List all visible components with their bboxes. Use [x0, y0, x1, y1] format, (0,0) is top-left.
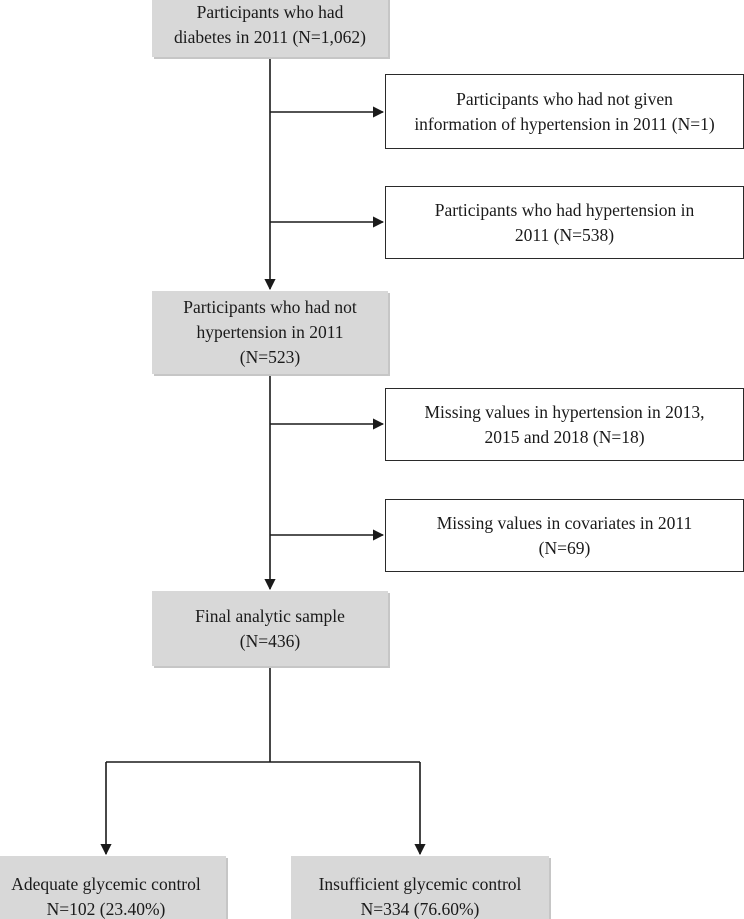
box-no-hypertension-line-1: Participants who had not	[183, 297, 357, 317]
box-missing-followup-line-2: 2015 and 2018 (N=18)	[484, 426, 645, 447]
box-missing-covariates: Missing values in covariates in 2011 (N=…	[385, 499, 744, 572]
box-excluded-no-info-line-2: information of hypertension in 2011 (N=1…	[414, 113, 715, 134]
box-insufficient-line-1: Insufficient glycemic control	[318, 874, 522, 894]
box-insufficient-line-2: N=334 (76.60%)	[360, 899, 480, 919]
box-missing-covariates-line-1: Missing values in covariates in 2011	[436, 512, 693, 533]
box-final-sample-line-1: Final analytic sample	[195, 605, 345, 626]
box-excluded-hypertension-line-2: 2011 (N=538)	[514, 224, 615, 245]
box-excluded-hypertension: Participants who had hypertension in 201…	[385, 186, 744, 259]
box-adequate-line-2: N=102 (23.40%)	[46, 899, 166, 919]
box-missing-followup: Missing values in hypertension in 2013, …	[385, 388, 744, 461]
box-missing-covariates-line-2: (N=69)	[538, 537, 591, 558]
box-diabetes-2011-line-1: Participants who had	[196, 1, 344, 22]
box-diabetes-2011: Participants who had diabetes in 2011 (N…	[152, 0, 388, 57]
box-final-sample: Final analytic sample (N=436)	[152, 591, 388, 666]
box-no-hypertension-line-2: hypertension in 2011	[196, 322, 344, 342]
box-missing-followup-line-1: Missing values in hypertension in 2013,	[424, 401, 705, 422]
box-no-hypertension-2011: Participants who had not hypertension in…	[152, 291, 388, 374]
box-adequate-line-1: Adequate glycemic control	[11, 874, 201, 894]
box-excluded-no-info-line-1: Participants who had not given	[456, 88, 673, 109]
box-adequate-control: Adequate glycemic control N=102 (23.40%)	[0, 856, 226, 919]
box-insufficient-control: Insufficient glycemic control N=334 (76.…	[291, 856, 549, 919]
box-no-hypertension-line-3: (N=523)	[239, 347, 301, 367]
box-diabetes-2011-line-2: diabetes in 2011 (N=1,062)	[174, 26, 366, 47]
box-excluded-no-info: Participants who had not given informati…	[385, 74, 744, 149]
box-excluded-hypertension-line-1: Participants who had hypertension in	[434, 199, 695, 220]
box-final-sample-line-2: (N=436)	[239, 630, 301, 651]
